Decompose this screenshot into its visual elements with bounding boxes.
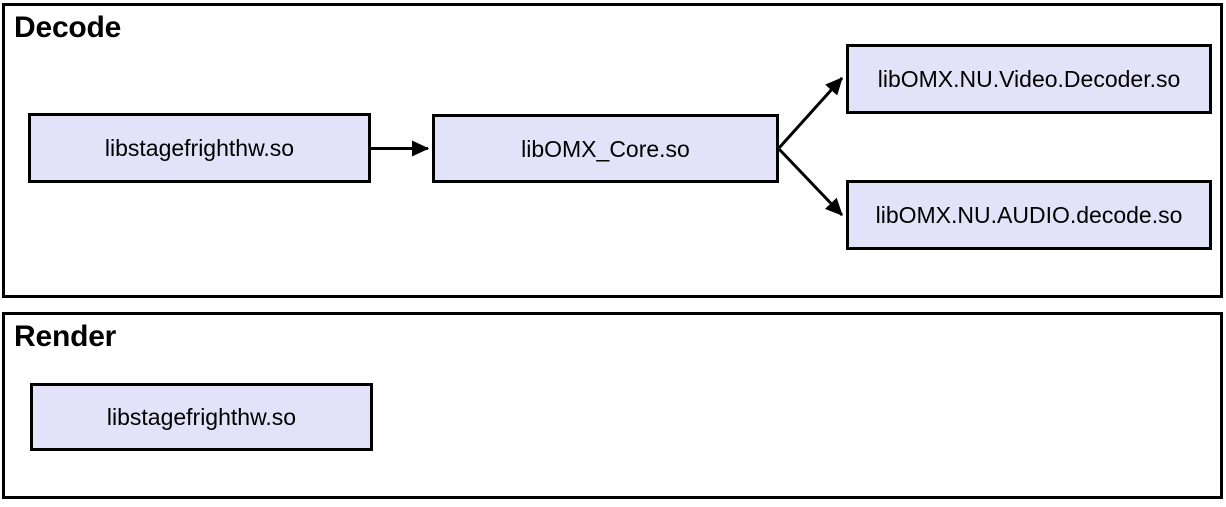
node-decode-libomx-video-decoder[interactable]: libOMX.NU.Video.Decoder.so [846,44,1212,114]
node-label: libstagefrighthw.so [104,135,295,161]
node-decode-libstagefrighthw[interactable]: libstagefrighthw.so [28,113,371,183]
node-decode-libomx-audio-decode[interactable]: libOMX.NU.AUDIO.decode.so [846,180,1212,250]
node-label: libstagefrighthw.so [106,404,297,430]
panel-decode-title: Decode [14,11,122,44]
node-label: libOMX_Core.so [521,135,690,162]
node-label: libOMX.NU.AUDIO.decode.so [875,202,1183,228]
node-render-libstagefrighthw[interactable]: libstagefrighthw.so [30,383,373,451]
node-label: libOMX.NU.Video.Decoder.so [877,66,1181,92]
panel-render-title: Render [14,320,117,353]
node-decode-libomx-core[interactable]: libOMX_Core.so [432,114,779,183]
